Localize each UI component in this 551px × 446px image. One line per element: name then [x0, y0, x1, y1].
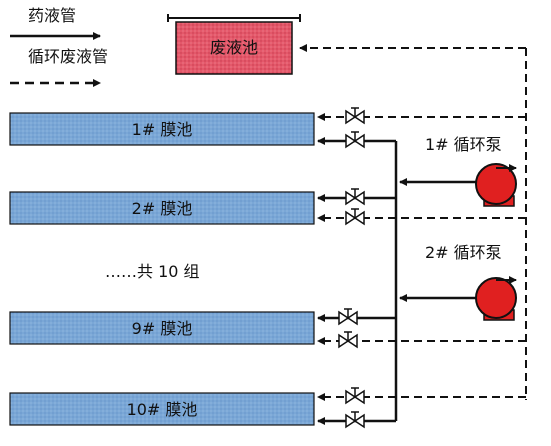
membrane-tank-9-body — [9, 311, 315, 345]
valve-icon — [345, 411, 365, 429]
membrane-tank-9-label: 9# 膜池 — [132, 319, 193, 338]
waste-tank: 废液池 — [167, 14, 301, 75]
valves — [338, 107, 365, 429]
valve-icon — [345, 107, 365, 125]
membrane-tank-10: 10# 膜池 — [9, 392, 315, 426]
valve-icon — [338, 308, 358, 326]
legend-dashed-label: 循环废液管 — [28, 47, 108, 66]
chemical-supply-line — [317, 137, 476, 425]
membrane-tank-1: 1# 膜池 — [9, 112, 315, 146]
membrane-tank-1-label: 1# 膜池 — [132, 120, 193, 139]
valve-icon — [338, 331, 358, 349]
legend: 药液管 循环废液管 — [10, 6, 108, 87]
membrane-tank-2-label: 2# 膜池 — [132, 199, 193, 218]
membrane-tank-10-label: 10# 膜池 — [127, 400, 198, 419]
membrane-tank-10-body — [9, 392, 315, 426]
pump-2-label: 2# 循环泵 — [425, 243, 502, 262]
pump-1: 1# 循环泵 — [425, 135, 517, 207]
pump-1-icon — [475, 163, 517, 205]
valve-icon — [345, 387, 365, 405]
pump-2: 2# 循环泵 — [425, 243, 517, 321]
pump-2-icon — [475, 277, 517, 319]
valve-icon — [345, 188, 365, 206]
membrane-tank-1-body — [9, 112, 315, 146]
waste-tank-body — [175, 21, 293, 75]
legend-solid-label: 药液管 — [28, 6, 76, 25]
membrane-tank-2: 2# 膜池 — [9, 191, 315, 225]
group-note: ……共 10 组 — [105, 262, 200, 281]
valve-icon — [345, 131, 365, 149]
valve-icon — [345, 208, 365, 226]
pump-1-label: 1# 循环泵 — [425, 135, 502, 154]
waste-tank-label: 废液池 — [210, 38, 258, 57]
membrane-tank-9: 9# 膜池 — [9, 311, 315, 345]
membrane-tank-2-body — [9, 191, 315, 225]
waste-return-line — [299, 44, 527, 401]
